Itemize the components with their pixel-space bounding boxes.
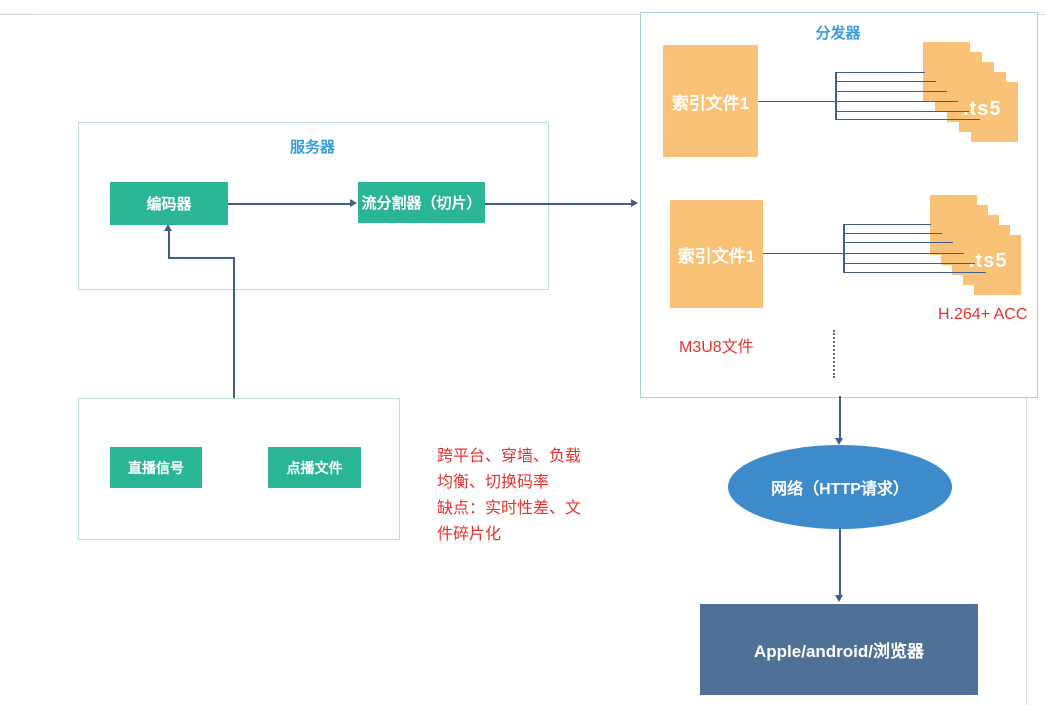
top-divider xyxy=(0,14,1046,15)
ts-stack-1-label: .ts5 xyxy=(963,98,1002,120)
comb2-bus-line xyxy=(843,224,845,273)
notes-line: 跨平台、穿墙、负载 xyxy=(437,448,582,465)
distributor-group-title: 分发器 xyxy=(815,25,861,42)
index-file-1-label: 索引文件1 xyxy=(671,93,750,113)
index-file-1-node[interactable]: 索引文件1 xyxy=(663,45,758,157)
encoder-to-splitter-line xyxy=(228,203,350,205)
live-signal-node[interactable]: 直播信号 xyxy=(110,447,202,488)
ts-stack-2-label: .ts5 xyxy=(969,250,1008,272)
comb1-line xyxy=(835,81,936,83)
splitter-label: 流分割器（切片） xyxy=(361,195,482,212)
ts-file-card xyxy=(974,235,1021,295)
notes-line: 件碎片化 xyxy=(437,526,502,543)
comb2-line xyxy=(843,233,942,235)
comb1-bus-line xyxy=(835,72,837,120)
splitter-node[interactable]: 流分割器（切片） xyxy=(358,182,485,223)
index2-to-stack-line xyxy=(763,253,964,255)
codec-label: H.264+ ACC xyxy=(938,306,1028,323)
splitter-to-distributor-line xyxy=(485,203,631,205)
notes-line: 均衡、切换码率 xyxy=(437,474,550,491)
network-label: 网络（HTTP请求） xyxy=(771,481,909,498)
right-edge-divider xyxy=(1026,398,1027,705)
distributor-to-network-arrowhead-icon xyxy=(835,438,843,445)
m3u8-label: M3U8文件 xyxy=(679,339,754,356)
notes-line: 缺点：实时性差、文 xyxy=(437,500,582,517)
comb1-line xyxy=(835,119,980,121)
network-node[interactable]: 网络（HTTP请求） xyxy=(728,445,952,529)
live-signal-label: 直播信号 xyxy=(128,459,184,476)
encoder-node[interactable]: 编码器 xyxy=(110,182,228,225)
vod-file-label: 点播文件 xyxy=(286,459,343,476)
comb1-line xyxy=(835,111,969,113)
comb2-line xyxy=(843,272,986,274)
server-group-title: 服务器 xyxy=(289,139,335,156)
index-file-2-node[interactable]: 索引文件1 xyxy=(670,200,763,308)
client-label: Apple/android/浏览器 xyxy=(754,642,924,661)
encoder-to-splitter-arrowhead-icon xyxy=(350,199,357,207)
comb2-line xyxy=(843,263,975,265)
source-to-encoder-arrowhead-icon xyxy=(164,224,172,231)
ellipsis-dotted-line xyxy=(833,330,835,378)
source-to-encoder-line-up xyxy=(168,231,170,258)
vod-file-node[interactable]: 点播文件 xyxy=(268,447,361,488)
splitter-to-distributor-arrowhead-icon xyxy=(631,199,638,207)
distributor-to-network-line xyxy=(839,396,841,439)
comb1-line xyxy=(835,72,925,74)
network-to-client-line xyxy=(839,529,841,596)
encoder-label: 编码器 xyxy=(146,196,192,213)
index-file-2-label: 索引文件1 xyxy=(677,246,756,266)
comb1-line xyxy=(835,91,947,93)
source-to-encoder-line-vertical xyxy=(233,257,235,398)
index1-to-stack-line xyxy=(758,101,958,103)
client-node[interactable]: Apple/android/浏览器 xyxy=(700,604,978,695)
comb2-line xyxy=(843,224,931,226)
source-to-encoder-line-horizontal xyxy=(168,257,234,259)
comb2-line xyxy=(843,242,953,244)
network-to-client-arrowhead-icon xyxy=(835,595,843,602)
ts-file-card xyxy=(971,82,1018,142)
notes-text: 跨平台、穿墙、负载 均衡、切换码率 缺点：实时性差、文 件碎片化 xyxy=(437,444,617,548)
